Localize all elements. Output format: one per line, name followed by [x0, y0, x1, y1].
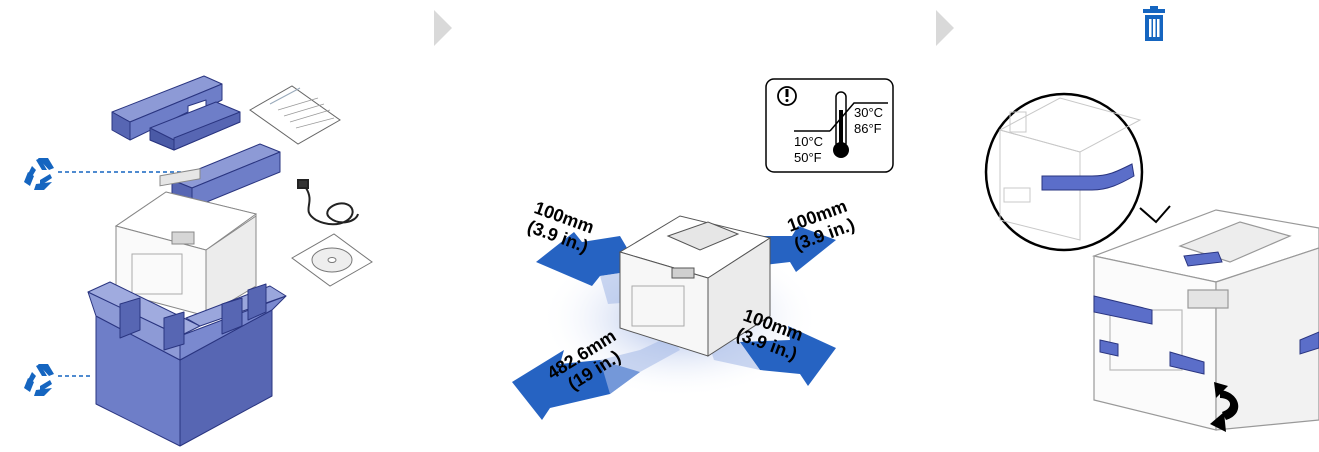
temperature-range-sign: 10°C 50°F 30°C 86°F: [765, 78, 894, 173]
clearance-panel: 10°C 50°F 30°C 86°F: [512, 78, 894, 420]
clearance-arrow-back-right: [756, 226, 836, 272]
zoom-callout-tail: [1139, 205, 1171, 224]
temp-high-c: 30°C: [854, 105, 883, 120]
tape-strip-zoom: [1041, 163, 1135, 191]
zoom-callout: [984, 92, 1144, 252]
printer-illustration: [1091, 209, 1319, 431]
power-cord-icon: [297, 179, 359, 226]
recycle-icon: [24, 158, 54, 190]
exclamation-circle-icon: [777, 86, 797, 106]
manual-document-icon: [249, 85, 341, 145]
foam-packing-top: [111, 75, 241, 151]
chevron-right-icon: [936, 10, 954, 46]
unpacking-panel: [24, 75, 373, 447]
rotate-arrow-icon: [1210, 382, 1239, 432]
temp-high-f: 86°F: [854, 121, 882, 136]
recycle-icon: [24, 364, 54, 396]
temp-low-c: 10°C: [794, 134, 823, 149]
printer-illustration: [114, 168, 258, 317]
trash-icon: [1143, 6, 1165, 41]
shipping-box: [87, 281, 287, 447]
temp-low-f: 50°F: [794, 150, 822, 165]
printer-illustration: [618, 215, 772, 357]
thermometer-icon: [833, 91, 849, 158]
clearance-arrow-front-left: [512, 336, 680, 420]
remove-tape-panel: [984, 6, 1319, 432]
cd-disc-icon: [291, 233, 373, 287]
tape-strips: [1093, 251, 1319, 375]
clearance-label-back-left: 100mm (3.9 in.): [525, 197, 597, 256]
clearance-label-back-right: 100mm (3.9 in.): [785, 196, 858, 255]
chevron-right-icon: [434, 10, 452, 46]
